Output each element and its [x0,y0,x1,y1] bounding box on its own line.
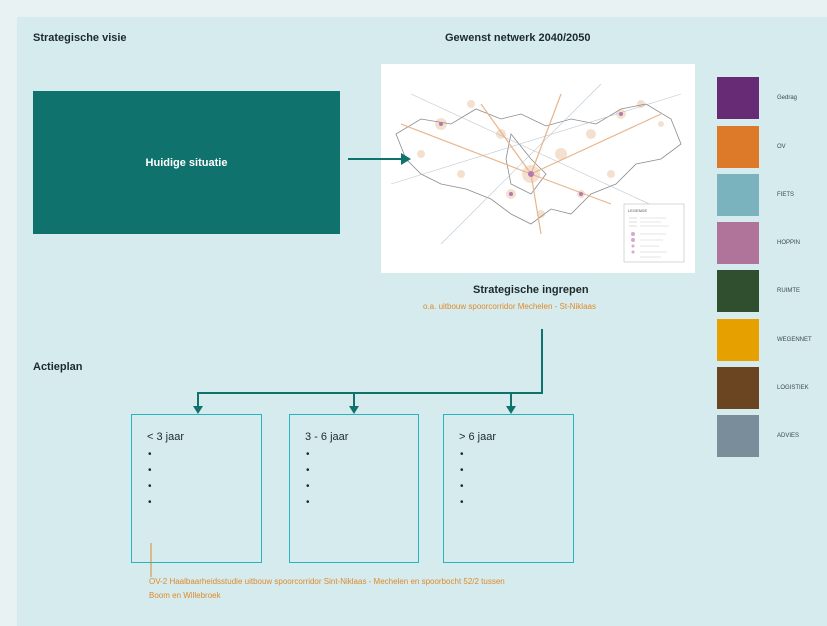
bullet: • [306,449,310,460]
connector-path [197,329,543,407]
footnote-line-2: Boom en Willebroek [149,591,221,600]
map-legend-title: LEGENDE [628,208,647,213]
legend-label-advies: ADVIES [777,433,800,439]
arrowhead-network [401,153,411,165]
term-box-long: > 6 jaar • • • • [443,414,574,563]
legend-swatch-advies [717,415,759,457]
footnote-line-1: OV-2 Haalbaarheidsstudie uitbouw spoorco… [149,577,505,586]
legend-swatch-wegennet [717,319,759,361]
diagram-canvas: Strategische visie Gewenst netwerk 2040/… [17,17,827,626]
legend-label-logistiek: LOGISTIEK [777,385,809,391]
bullet: • [306,481,310,492]
legend-label-ruimte: RUIMTE [777,288,800,294]
network-map: LEGENDE [381,64,695,273]
bullet: • [460,481,464,492]
legend-label-hoppin: HOPPIN [777,240,801,246]
legend-label-wegennet: WEGENNET [777,337,812,343]
term-box-short: < 3 jaar • • • • [131,414,262,563]
legend-label-gedrag: Gedrag [777,95,798,101]
bullet: • [148,481,152,492]
legend-swatch-gedrag [717,77,759,119]
legend-swatch-ruimte [717,270,759,312]
gewenst-netwerk-heading: Gewenst netwerk 2040/2050 [445,32,591,44]
legend-swatch-fiets [717,174,759,216]
connector-lines [150,153,543,577]
bullet: • [148,465,152,476]
legend-label-fiets: FIETS [777,192,795,198]
bullet: • [306,497,310,508]
legend-label-ov: OV [777,144,786,150]
arrowhead-term-2 [349,406,359,414]
network-map-graphic: LEGENDE [390,83,685,263]
huidige-situatie-label: Huidige situatie [145,156,228,169]
actieplan-heading: Actieplan [33,361,83,373]
legend-swatch-hoppin [717,222,759,264]
legend-swatch-ov [717,126,759,168]
bullet: • [148,497,152,508]
strategische-ingrepen-subtitle: o.a. uitbouw spoorcorridor Mechelen - St… [423,302,596,311]
arrowhead-term-3 [506,406,516,414]
term-label: < 3 jaar [147,431,184,443]
term-label: > 6 jaar [459,431,496,443]
bullet: • [460,497,464,508]
bullet: • [460,449,464,460]
term-box-medium: 3 - 6 jaar • • • • [289,414,419,563]
term-label: 3 - 6 jaar [305,431,349,443]
strategische-visie-heading: Strategische visie [33,32,127,44]
bullet: • [460,465,464,476]
bullet: • [148,449,152,460]
legend-swatch-logistiek [717,367,759,409]
huidige-situatie-box: Huidige situatie [33,91,340,234]
strategische-ingrepen-title: Strategische ingrepen [473,284,589,296]
bullet: • [306,465,310,476]
arrowhead-term-1 [193,406,203,414]
